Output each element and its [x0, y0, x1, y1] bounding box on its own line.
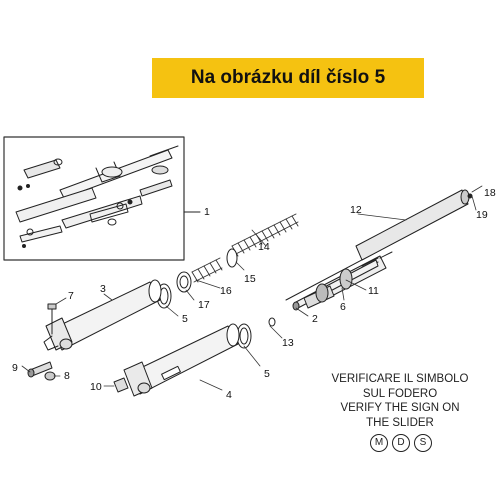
label-part-11: 11 [368, 285, 379, 297]
label-part-16: 16 [220, 285, 232, 297]
cap-10 [113, 377, 129, 393]
ring-17 [176, 271, 192, 293]
slider-symbols: M D S [370, 434, 434, 452]
part-number-banner: Na obrázku díl číslo 5 [152, 58, 424, 98]
note-line-3: VERIFY THE SIGN ON [340, 402, 460, 414]
label-part-9: 9 [12, 362, 18, 374]
note-line-2: SUL FODERO [362, 387, 438, 400]
inset-fork-assembly [3, 136, 185, 261]
label-part-14: 14 [258, 241, 270, 253]
damper-rod-assembly [292, 257, 379, 311]
symbol-m-icon: M [370, 434, 388, 452]
banner-text: Na obrázku díl číslo 5 [190, 67, 386, 88]
washer-13 [268, 317, 276, 327]
note-line-4: THE SLIDER [366, 416, 434, 429]
label-part-3: 3 [100, 283, 106, 295]
spring-14 [231, 213, 299, 257]
label-part-6: 6 [340, 301, 346, 313]
symbol-s-icon: S [414, 434, 432, 452]
nut-8 [44, 371, 56, 381]
label-part-8: 8 [64, 370, 70, 382]
label-part-18: 18 [484, 187, 496, 199]
screw-7 [47, 303, 57, 335]
spring-16 [191, 257, 223, 283]
fork-tube-12 [285, 189, 473, 301]
symbol-d-icon: D [392, 434, 410, 452]
label-part-5-lower: 5 [264, 368, 270, 380]
label-part-4: 4 [226, 389, 232, 401]
label-part-19: 19 [476, 209, 488, 221]
ring-15 [226, 248, 238, 268]
fork-slider-4 [123, 323, 240, 397]
label-part-5-upper: 5 [182, 313, 188, 325]
label-part-17: 17 [198, 299, 210, 311]
label-part-10: 10 [90, 381, 102, 393]
label-part-7: 7 [68, 290, 74, 302]
slider-sign-note: VERIFICARE IL SIMBOLO SUL FODERO VERIFY … [330, 372, 470, 430]
note-line-1: VERIFICARE IL SIMBOLO [331, 373, 469, 385]
label-part-12: 12 [350, 204, 362, 216]
label-part-2: 2 [312, 313, 318, 325]
bolt-9 [27, 361, 53, 378]
label-part-13: 13 [282, 337, 294, 349]
label-part-15: 15 [244, 273, 256, 285]
label-part-1: 1 [204, 206, 210, 218]
